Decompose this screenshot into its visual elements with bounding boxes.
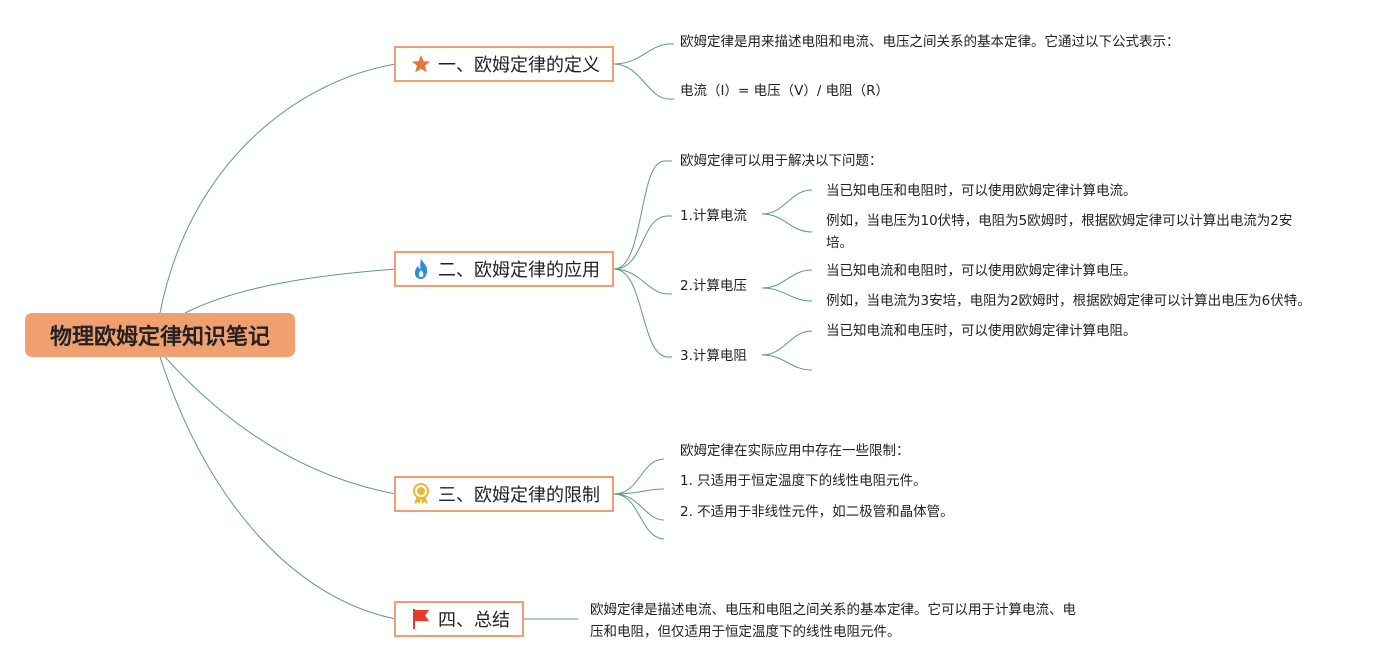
connector-sub1-item-1 <box>761 189 813 215</box>
connector-b2-sub-1 <box>613 215 669 270</box>
connector-b3-item-1 <box>613 458 665 495</box>
calc-resistance-item-1: 当已知电流和电压时，可以使用欧姆定律计算电阻。 <box>826 323 1137 339</box>
star-icon <box>410 53 432 75</box>
calc-voltage-item-1: 当已知电流和电阻时，可以使用欧姆定律计算电压。 <box>826 263 1137 279</box>
branch-application[interactable]: 二、欧姆定律的应用 <box>394 251 614 287</box>
branch-label: 二、欧姆定律的应用 <box>438 260 600 281</box>
connector-b3-item-2 <box>613 488 665 495</box>
sub-topic-calc-resistance[interactable]: 3.计算电阻 <box>680 348 747 364</box>
connector-b1-item-2 <box>613 63 669 100</box>
connector-root-branch-1 <box>159 63 397 314</box>
connector-b2-sub-3 <box>613 268 669 358</box>
sub-topic-calc-current[interactable]: 1.计算电流 <box>680 208 747 224</box>
connector-root-branch-2 <box>184 268 397 314</box>
calc-current-item-2: 例如，当电压为10伏特，电阻为5欧姆时，根据欧姆定律可以计算出电流为2安培。 <box>826 213 1293 251</box>
fire-icon <box>410 258 432 280</box>
summary-text: 欧姆定律是描述电流、电压和电阻之间关系的基本定律。它可以用于计算电流、电压和电阻… <box>590 602 1076 640</box>
root-title: 物理欧姆定律知识笔记 <box>49 325 270 350</box>
connector-b3-item-3 <box>613 493 665 521</box>
connector-root-branch-4 <box>159 356 397 620</box>
medal-icon <box>410 483 432 505</box>
branch-summary[interactable]: 四、总结 <box>394 601 524 637</box>
calc-voltage-item-2: 例如，当电流为3安培，电阻为2欧姆时，根据欧姆定律可以计算出电压为6伏特。 <box>826 293 1311 309</box>
connector-sub3-item-2 <box>761 354 813 371</box>
sub-topic-calc-voltage[interactable]: 2.计算电压 <box>680 278 747 294</box>
branch-definition[interactable]: 一、欧姆定律的定义 <box>394 46 614 82</box>
connector-root-branch-3 <box>164 356 397 495</box>
formula-text: 电流（I）= 电压（V）/ 电阻（R） <box>680 83 890 99</box>
root-topic[interactable]: 物理欧姆定律知识笔记 <box>25 313 295 357</box>
limitation-item-2: 2. 不适用于非线性元件，如二极管和晶体管。 <box>680 504 954 520</box>
branch-label: 一、欧姆定律的定义 <box>438 55 600 76</box>
connector-b2-intro <box>613 160 666 270</box>
limitation-item-1: 1. 只适用于恒定温度下的线性电阻元件。 <box>680 473 927 489</box>
connector-b1-item-1 <box>613 43 669 65</box>
application-intro: 欧姆定律可以用于解决以下问题： <box>680 153 883 169</box>
connector-sub1-item-2 <box>761 213 813 233</box>
connector-sub2-item-2 <box>761 287 813 302</box>
connector-b3-item-4 <box>613 493 665 540</box>
branch-label: 四、总结 <box>438 610 510 631</box>
connector-sub3-item-1 <box>761 330 813 356</box>
limitations-intro: 欧姆定律在实际应用中存在一些限制： <box>680 443 910 459</box>
connector-b2-sub-2 <box>613 268 669 295</box>
branch-limitations[interactable]: 三、欧姆定律的限制 <box>394 476 614 512</box>
flag-icon <box>410 608 432 630</box>
branch-label: 三、欧姆定律的限制 <box>438 485 600 506</box>
connector-sub2-item-1 <box>761 269 813 289</box>
definition-text: 欧姆定律是用来描述电阻和电流、电压之间关系的基本定律。它通过以下公式表示： <box>680 34 1180 50</box>
calc-current-item-1: 当已知电压和电阻时，可以使用欧姆定律计算电流。 <box>826 183 1137 199</box>
